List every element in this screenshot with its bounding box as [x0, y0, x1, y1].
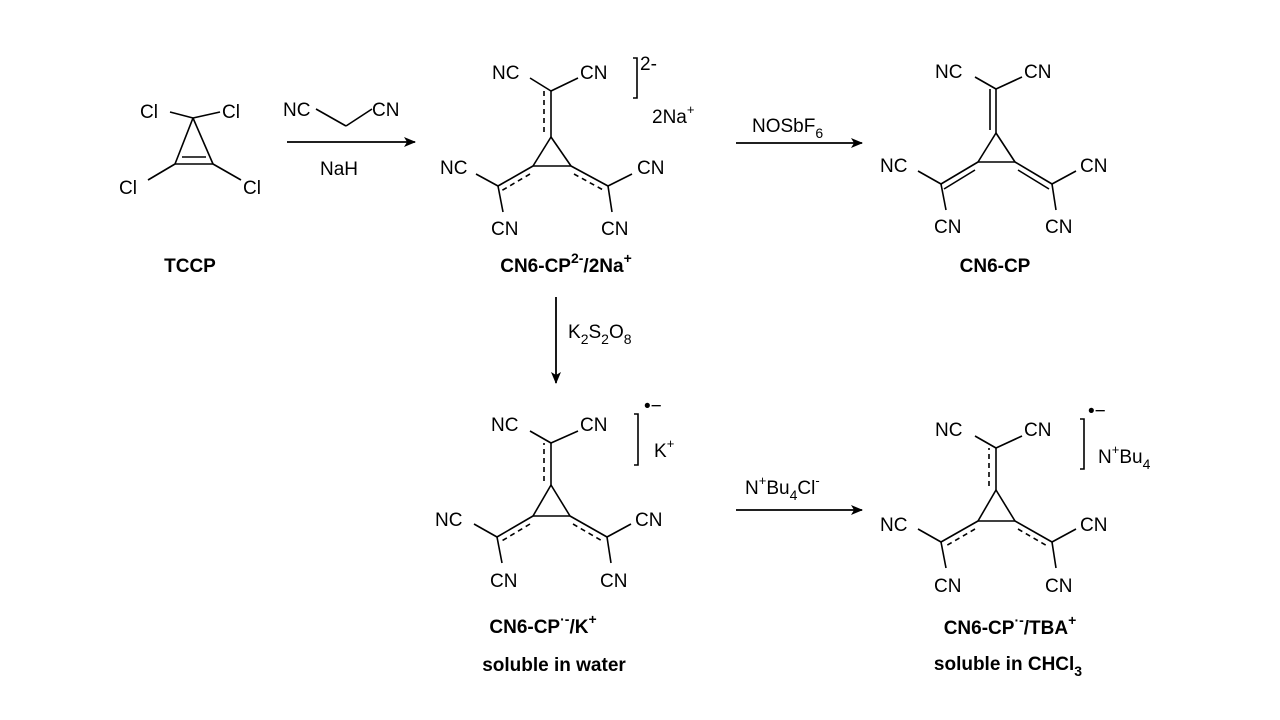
nitrile-cn-label: CN	[601, 219, 628, 240]
nitrile-cn-label: CN	[600, 571, 627, 592]
tccp-structure: Cl Cl Cl Cl	[119, 102, 261, 199]
reaction-arrow-2: NOSbF6	[736, 116, 863, 148]
nitrile-nc-label: NC	[492, 63, 519, 84]
nitrile-cn-label: CN	[490, 571, 517, 592]
chlorine-atom-label: Cl	[243, 178, 261, 199]
nitrile-cn-label: CN	[1045, 576, 1072, 597]
potassium-counterion: K+	[654, 436, 674, 462]
radical-anion-charge: •−	[1088, 401, 1106, 422]
potassium-salt-structure: NC CN NC CN CN CN •− K+	[435, 396, 674, 592]
nitrile-nc-label: NC	[435, 510, 462, 531]
compound-label-neutral: CN6-CP	[960, 256, 1031, 277]
nitrile-cn-label: CN	[1080, 156, 1107, 177]
malononitrile-nc-label: NC	[283, 100, 310, 121]
nitrile-cn-label: CN	[1024, 420, 1051, 441]
compound-label-potassium-salt: CN6-CP·-/K+	[489, 611, 596, 638]
reaction-arrow-3: K2S2O8	[551, 297, 632, 384]
reaction-arrow-1: NC CN NaH	[283, 100, 416, 180]
radical-anion-charge: •−	[644, 396, 662, 417]
compound-label-dianion-salt: CN6-CP2-/2Na+	[500, 250, 632, 277]
nitrile-nc-label: NC	[935, 62, 962, 83]
tba-salt-structure: NC CN NC CN CN CN •− N+Bu4	[880, 401, 1151, 597]
reagent-nah: NaH	[320, 159, 358, 180]
solubility-note-water: soluble in water	[482, 655, 626, 676]
reagent-nosbf6: NOSbF6	[752, 116, 823, 141]
tba-counterion: N+Bu4	[1098, 442, 1151, 472]
nitrile-cn-label: CN	[580, 415, 607, 436]
chlorine-atom-label: Cl	[222, 102, 240, 123]
nitrile-cn-label: CN	[580, 63, 607, 84]
nitrile-nc-label: NC	[880, 156, 907, 177]
dianion-charge: 2-	[640, 54, 657, 75]
chlorine-atom-label: Cl	[119, 178, 137, 199]
nitrile-nc-label: NC	[880, 515, 907, 536]
chlorine-atom-label: Cl	[140, 102, 158, 123]
nitrile-cn-label: CN	[934, 576, 961, 597]
nitrile-nc-label: NC	[935, 420, 962, 441]
compound-label-tccp: TCCP	[164, 256, 216, 277]
sodium-counterion: 2Na+	[652, 102, 694, 128]
malononitrile-cn-label: CN	[372, 100, 399, 121]
nitrile-cn-label: CN	[1045, 217, 1072, 238]
nitrile-cn-label: CN	[637, 158, 664, 179]
neutral-structure: NC CN NC CN CN CN	[880, 62, 1107, 238]
reaction-arrow-4: N+Bu4Cl-	[736, 473, 863, 515]
nitrile-cn-label: CN	[635, 510, 662, 531]
reagent-tba-chloride: N+Bu4Cl-	[745, 473, 820, 503]
nitrile-nc-label: NC	[440, 158, 467, 179]
reagent-k2s2o8: K2S2O8	[568, 322, 632, 347]
solubility-note-chloroform: soluble in CHCl3	[934, 654, 1082, 679]
dianion-structure: NC CN NC CN CN CN 2- 2Na+	[440, 54, 694, 240]
nitrile-cn-label: CN	[491, 219, 518, 240]
compound-label-tba-salt: CN6-CP·-/TBA+	[944, 612, 1077, 639]
nitrile-cn-label: CN	[934, 217, 961, 238]
nitrile-cn-label: CN	[1080, 515, 1107, 536]
nitrile-cn-label: CN	[1024, 62, 1051, 83]
nitrile-nc-label: NC	[491, 415, 518, 436]
